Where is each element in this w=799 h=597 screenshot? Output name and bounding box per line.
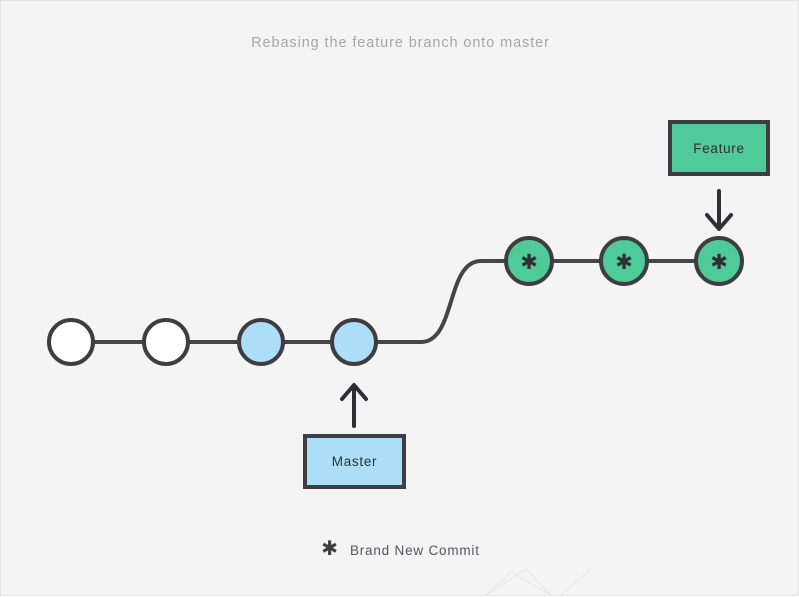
commit-node-master-2[interactable] [142, 318, 190, 366]
legend: ✱ Brand New Commit [1, 538, 799, 560]
new-commit-asterisk-icon: ✱ [520, 250, 538, 274]
new-commit-asterisk-icon: ✱ [710, 250, 728, 274]
master-branch-label-text: Master [331, 454, 378, 469]
commit-node-master-4[interactable] [330, 318, 378, 366]
commit-node-master-1[interactable] [47, 318, 95, 366]
feature-branch-label-text: Feature [693, 140, 745, 156]
diagram-title: Rebasing the feature branch onto master [251, 35, 550, 51]
legend-label: Brand New Commit [349, 542, 480, 558]
commit-node-feature-2[interactable] [599, 236, 649, 286]
commit-node-feature-1[interactable] [504, 236, 554, 286]
watermark [485, 568, 592, 596]
master-pointer-arrow-icon [340, 383, 368, 428]
rebase-connector-curve [391, 259, 513, 344]
commit-node-master-3[interactable] [237, 318, 285, 366]
commit-node-feature-3[interactable] [694, 236, 744, 286]
feature-branch-label-box[interactable]: Feature [668, 120, 770, 176]
legend-new-commit-asterisk-icon: ✱ [321, 538, 338, 560]
master-branch-label-box[interactable]: Master [303, 434, 406, 489]
new-commit-asterisk-icon: ✱ [615, 250, 633, 274]
feature-pointer-arrow-icon [705, 189, 733, 231]
